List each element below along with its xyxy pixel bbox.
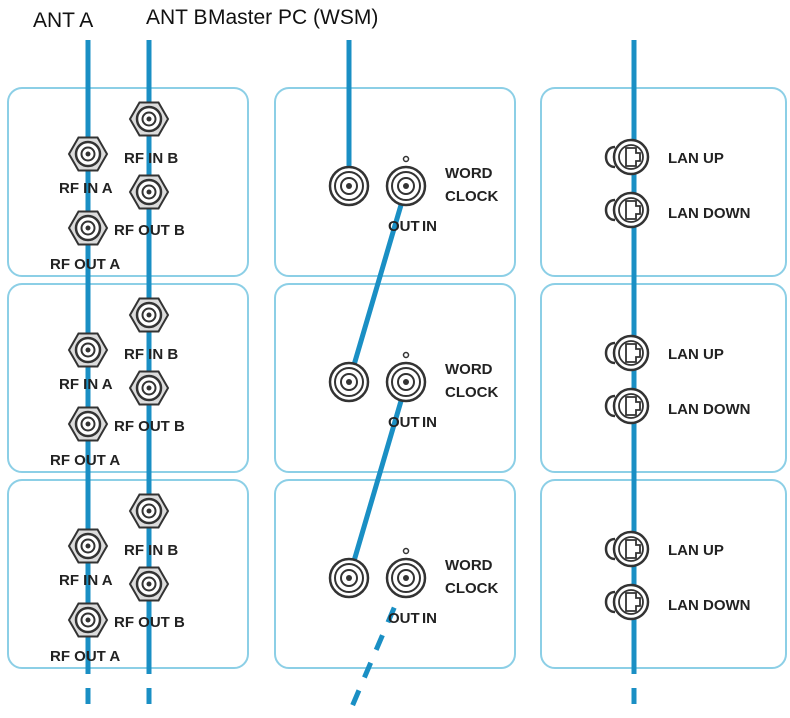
unit-2-word-clock-indicator-icon: [402, 351, 410, 359]
unit-3-word-clock-out-connector-icon: [328, 557, 370, 599]
unit-3-lan-down-label: LAN DOWN: [668, 597, 751, 614]
unit-1-clock-label: CLOCK: [445, 188, 498, 205]
unit-1-rf-out-b-label: RF OUT B: [114, 222, 185, 239]
word-clock-continued: [345, 579, 409, 717]
unit-1-rf-out-a-connector-icon: [67, 210, 109, 246]
unit-2-lan-up-label: LAN UP: [668, 346, 724, 363]
unit-1-lan-up-label: LAN UP: [668, 150, 724, 167]
word-clock-link-2: [346, 383, 409, 579]
unit-3-rf-in-a-label: RF IN A: [59, 572, 113, 589]
unit-2-rf-out-b-connector-icon: [128, 370, 170, 406]
unit-2-word-clock-in-connector-icon: [385, 361, 427, 403]
unit-1-word-clock-in-connector-icon: [385, 165, 427, 207]
unit-3-rf-out-b-connector-icon: [128, 566, 170, 602]
unit-3-in-label: IN: [422, 610, 437, 627]
unit-2-rf-in-b-label: RF IN B: [124, 346, 178, 363]
unit-1-rf-in-a-connector-icon: [67, 136, 109, 172]
ant-b-title: ANT B: [146, 6, 207, 29]
unit-1-rf-out-a-label: RF OUT A: [50, 256, 120, 273]
unit-3-out-label: OUT: [388, 610, 420, 627]
unit-3-clock-label: CLOCK: [445, 580, 498, 597]
unit-1-rf-in-b-label: RF IN B: [124, 150, 178, 167]
panel-2-1: [7, 283, 249, 473]
unit-2-rf-out-a-connector-icon: [67, 406, 109, 442]
unit-2-rf-out-a-label: RF OUT A: [50, 452, 120, 469]
panel-3-1: [7, 479, 249, 669]
unit-2-rf-in-a-connector-icon: [67, 332, 109, 368]
unit-2-word-clock-out-connector-icon: [328, 361, 370, 403]
panel-3-3: [540, 479, 787, 669]
unit-3-rf-in-a-connector-icon: [67, 528, 109, 564]
panel-group: [7, 87, 787, 669]
unit-3-word-label: WORD: [445, 557, 493, 574]
panel-1-3: [540, 87, 787, 277]
unit-2-clock-label: CLOCK: [445, 384, 498, 401]
word-clock-link-1: [346, 187, 409, 383]
unit-3-lan-up-label: LAN UP: [668, 542, 724, 559]
unit-1-out-label: OUT: [388, 218, 420, 235]
unit-2-in-label: IN: [422, 414, 437, 431]
unit-2-lan-down-label: LAN DOWN: [668, 401, 751, 418]
unit-2-rf-in-a-label: RF IN A: [59, 376, 113, 393]
unit-1-in-label: IN: [422, 218, 437, 235]
unit-group: RF IN B RF IN A RF OUT B RF OUT A WORD CLOCK O…: [50, 101, 751, 665]
unit-1-word-label: WORD: [445, 165, 493, 182]
unit-2-word-label: WORD: [445, 361, 493, 378]
unit-3-word-clock-in-connector-icon: [385, 557, 427, 599]
ant-a-title: ANT A: [33, 9, 93, 32]
unit-2-rf-out-b-label: RF OUT B: [114, 418, 185, 435]
unit-1-word-clock-indicator-icon: [402, 155, 410, 163]
unit-1-word-clock-out-connector-icon: [328, 165, 370, 207]
unit-1-rf-in-b-connector-icon: [128, 101, 170, 137]
unit-3-rf-out-a-label: RF OUT A: [50, 648, 120, 665]
unit-1-rf-out-b-connector-icon: [128, 174, 170, 210]
unit-3-rf-out-b-label: RF OUT B: [114, 614, 185, 631]
unit-3-rf-in-b-connector-icon: [128, 493, 170, 529]
unit-2-out-label: OUT: [388, 414, 420, 431]
unit-3-word-clock-indicator-icon: [402, 547, 410, 555]
panel-2-3: [540, 283, 787, 473]
unit-1-rf-in-a-label: RF IN A: [59, 180, 113, 197]
panel-1-1: [7, 87, 249, 277]
unit-3-rf-in-b-label: RF IN B: [124, 542, 178, 559]
master-pc-title: Master PC (WSM): [208, 6, 378, 29]
unit-1-lan-down-label: LAN DOWN: [668, 205, 751, 222]
unit-2-rf-in-b-connector-icon: [128, 297, 170, 333]
unit-3-rf-out-a-connector-icon: [67, 602, 109, 638]
